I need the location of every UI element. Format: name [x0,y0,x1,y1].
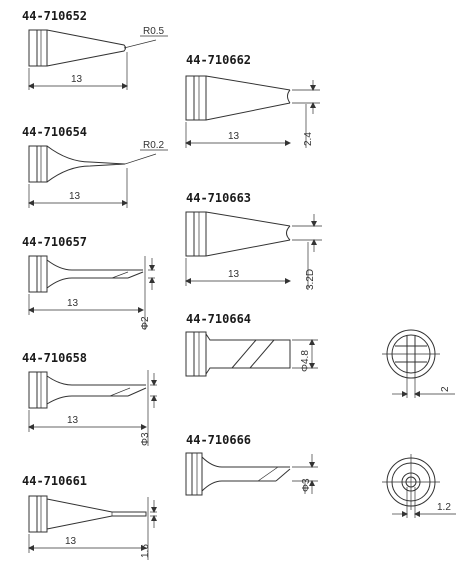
length-label-710662: 13 [228,131,240,142]
end-view-upper: 2 [382,329,455,398]
part-number-710654: 44-710654 [22,125,87,139]
length-label-710654: 13 [69,191,81,202]
tip-width-label-710662: 2.4 [303,132,314,146]
tip-drawing-710666: 44-710666 Φ3 [185,433,318,496]
tip-diameter-label-710666: Φ3 [301,478,312,492]
length-label-710658: 13 [67,415,79,426]
part-number-710662: 44-710662 [186,53,251,67]
tip-drawing-710652: 44-710652 R0.5 13 [22,9,168,90]
part-number-710661: 44-710661 [22,474,87,488]
part-number-710663: 44-710663 [186,191,251,205]
tip-thickness-label-710661: 1.6 [140,544,151,558]
length-label-710661: 13 [65,536,77,547]
tip-diameter-label-710657: Φ2 [140,316,151,330]
part-number-710664: 44-710664 [186,312,251,326]
length-label-710657: 13 [67,298,79,309]
tip-drawing-710657: 44-710657 Φ2 13 [22,235,155,330]
tip-drawing-710661: 44-710661 1.6 13 [22,474,157,560]
part-number-710658: 44-710658 [22,351,87,365]
tip-radius-label-710654: R0.2 [143,140,165,151]
end-view-upper-dim: 2 [440,386,451,392]
tip-drawing-710654: 44-710654 R0.2 13 [22,125,168,208]
tip-diameter-label-710664: Φ4.8 [300,350,311,372]
tip-drawing-710662: 44-710662 2.4 13 [185,53,320,148]
tip-drawing-710664: 44-710664 Φ4.8 [185,312,318,377]
length-label-710652: 13 [71,74,83,85]
end-view-lower: 1.2 [382,454,456,518]
tip-width-label-710663: 3.2D [305,269,316,290]
part-number-710652: 44-710652 [22,9,87,23]
tip-drawing-710663: 44-710663 3.2D 13 [185,191,322,290]
part-number-710657: 44-710657 [22,235,87,249]
tip-radius-label-710652: R0.5 [143,26,165,37]
tip-drawing-710658: 44-710658 Φ3 13 [22,351,157,446]
part-number-710666: 44-710666 [186,433,251,447]
end-view-lower-dim: 1.2 [437,502,451,513]
length-label-710663: 13 [228,269,240,280]
tip-diameter-label-710658: Φ3 [140,432,151,446]
